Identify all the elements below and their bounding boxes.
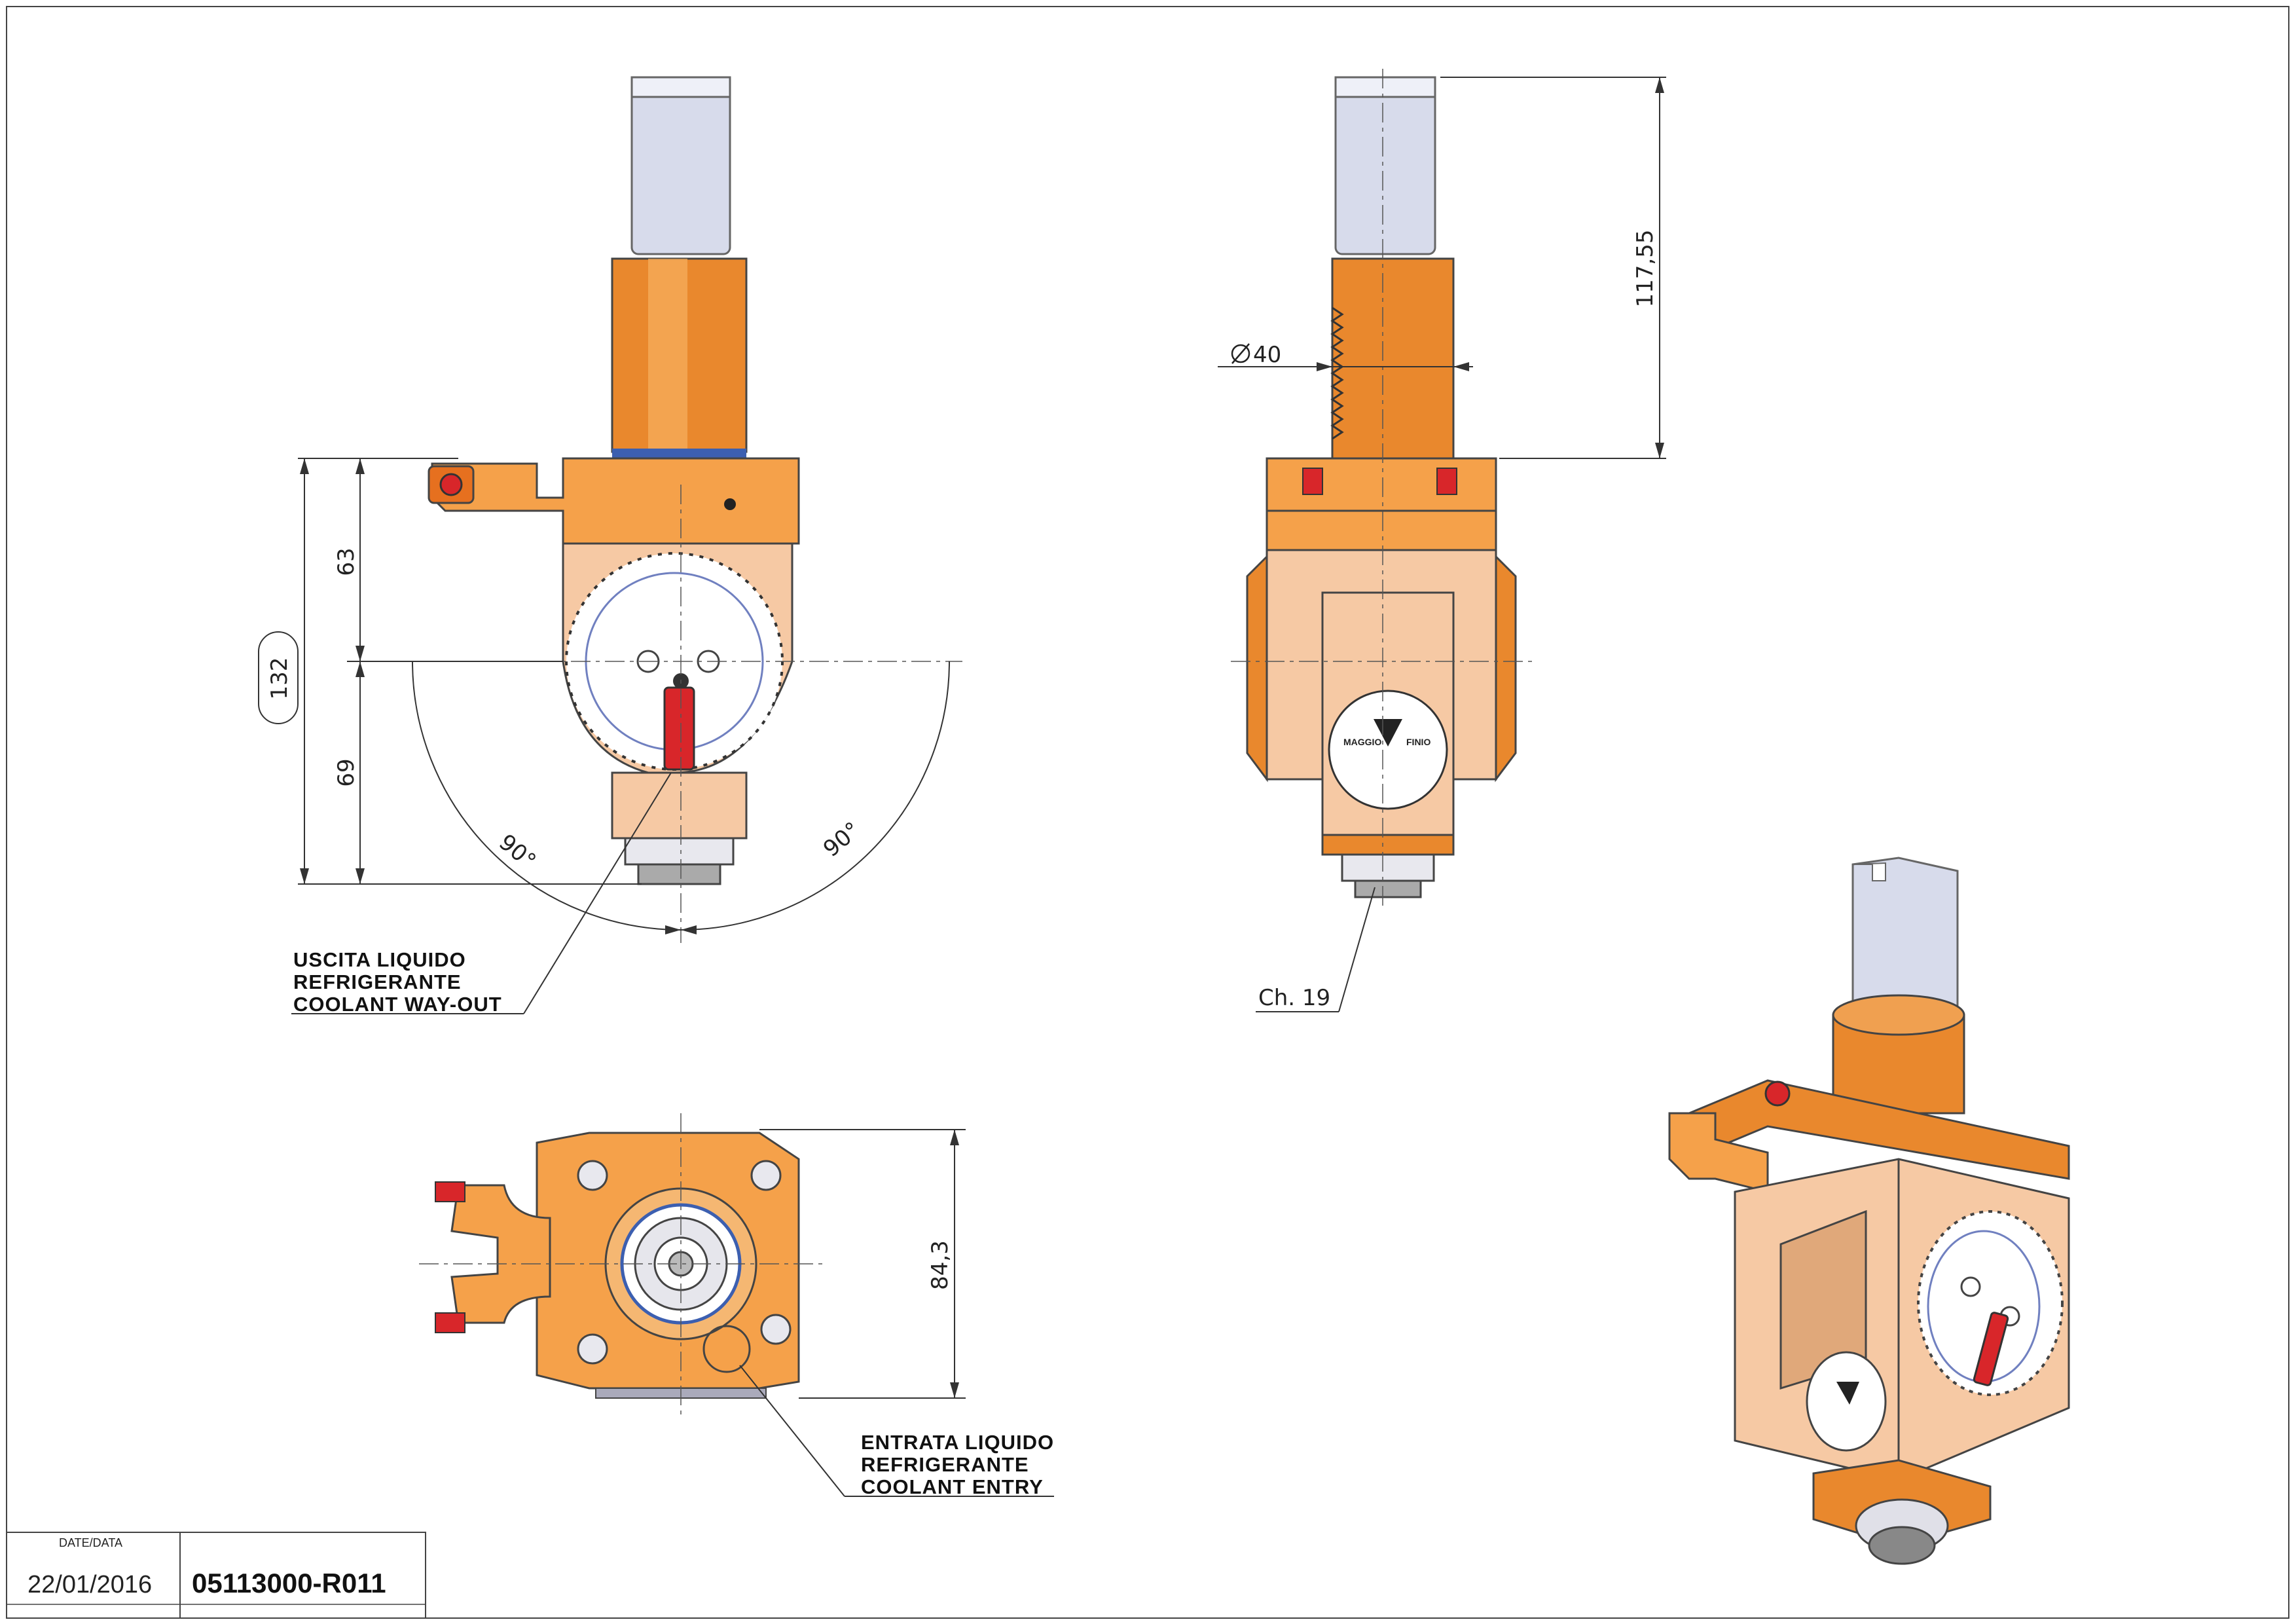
top-view xyxy=(419,1113,825,1414)
front-clamp-nut xyxy=(428,465,475,504)
top-clamp xyxy=(450,1184,551,1324)
chamfer-ch19: Ch. 19 xyxy=(1258,985,1330,1011)
dim-diam-40: 40 xyxy=(1253,342,1281,368)
dim-132: 132 xyxy=(266,657,293,700)
coolant-out-line3: COOLANT WAY-OUT xyxy=(293,993,502,1016)
side-dimensions: 117,55 40 Ch. 19 xyxy=(1218,77,1666,1012)
coolant-in-line2: REFRIGERANTE xyxy=(861,1453,1029,1476)
coolant-out-callout: USCITA LIQUIDO REFRIGERANTE COOLANT WAY-… xyxy=(291,772,672,1016)
iso-lock-lever xyxy=(1973,1312,2009,1386)
dim-84-3: 84,3 xyxy=(927,1240,953,1290)
coolant-entry-port xyxy=(702,1325,751,1373)
front-collet-nut xyxy=(624,837,735,866)
side-shank xyxy=(1334,76,1436,255)
front-shank xyxy=(630,76,731,255)
dim-63: 63 xyxy=(333,547,359,576)
dim-69: 69 xyxy=(333,758,359,786)
coolant-out-line2: REFRIGERANTE xyxy=(293,970,462,993)
logo-right: FINIO xyxy=(1406,737,1430,747)
side-spindle-body xyxy=(1331,257,1455,460)
angle-right-90: 90° xyxy=(818,817,866,862)
top-dimensions: 84,3 xyxy=(759,1129,966,1399)
angle-left-90: 90° xyxy=(494,829,541,874)
coolant-out-line1: USCITA LIQUIDO xyxy=(293,948,466,971)
drawing-code: 05113000-R011 xyxy=(192,1568,386,1598)
logo-left: MAGGIO xyxy=(1343,737,1381,747)
isometric-view xyxy=(1668,857,2070,1565)
side-logo-badge xyxy=(1328,690,1448,810)
coolant-in-callout: ENTRATA LIQUIDO REFRIGERANTE COOLANT ENT… xyxy=(739,1365,1054,1498)
front-view xyxy=(367,76,962,943)
title-block: DATE/DATA 22/01/2016 05113000-R011 xyxy=(6,1532,426,1619)
drawing-date: 22/01/2016 xyxy=(27,1571,152,1598)
front-lock-lever xyxy=(663,686,695,771)
coolant-in-line3: COOLANT ENTRY xyxy=(861,1475,1044,1498)
dim-117-55: 117,55 xyxy=(1632,230,1658,308)
dim-132-frame xyxy=(258,631,299,724)
sheet-border xyxy=(6,6,2289,1619)
side-collet-nut xyxy=(1341,853,1435,882)
front-dimensions: 132 63 69 90° 90° xyxy=(258,458,950,934)
date-label: DATE/DATA xyxy=(59,1536,122,1549)
coolant-in-line1: ENTRATA LIQUIDO xyxy=(861,1431,1054,1454)
side-view: MAGGIO FINIO xyxy=(1231,69,1535,910)
diameter-symbol xyxy=(1231,343,1250,364)
front-flange xyxy=(431,457,800,545)
